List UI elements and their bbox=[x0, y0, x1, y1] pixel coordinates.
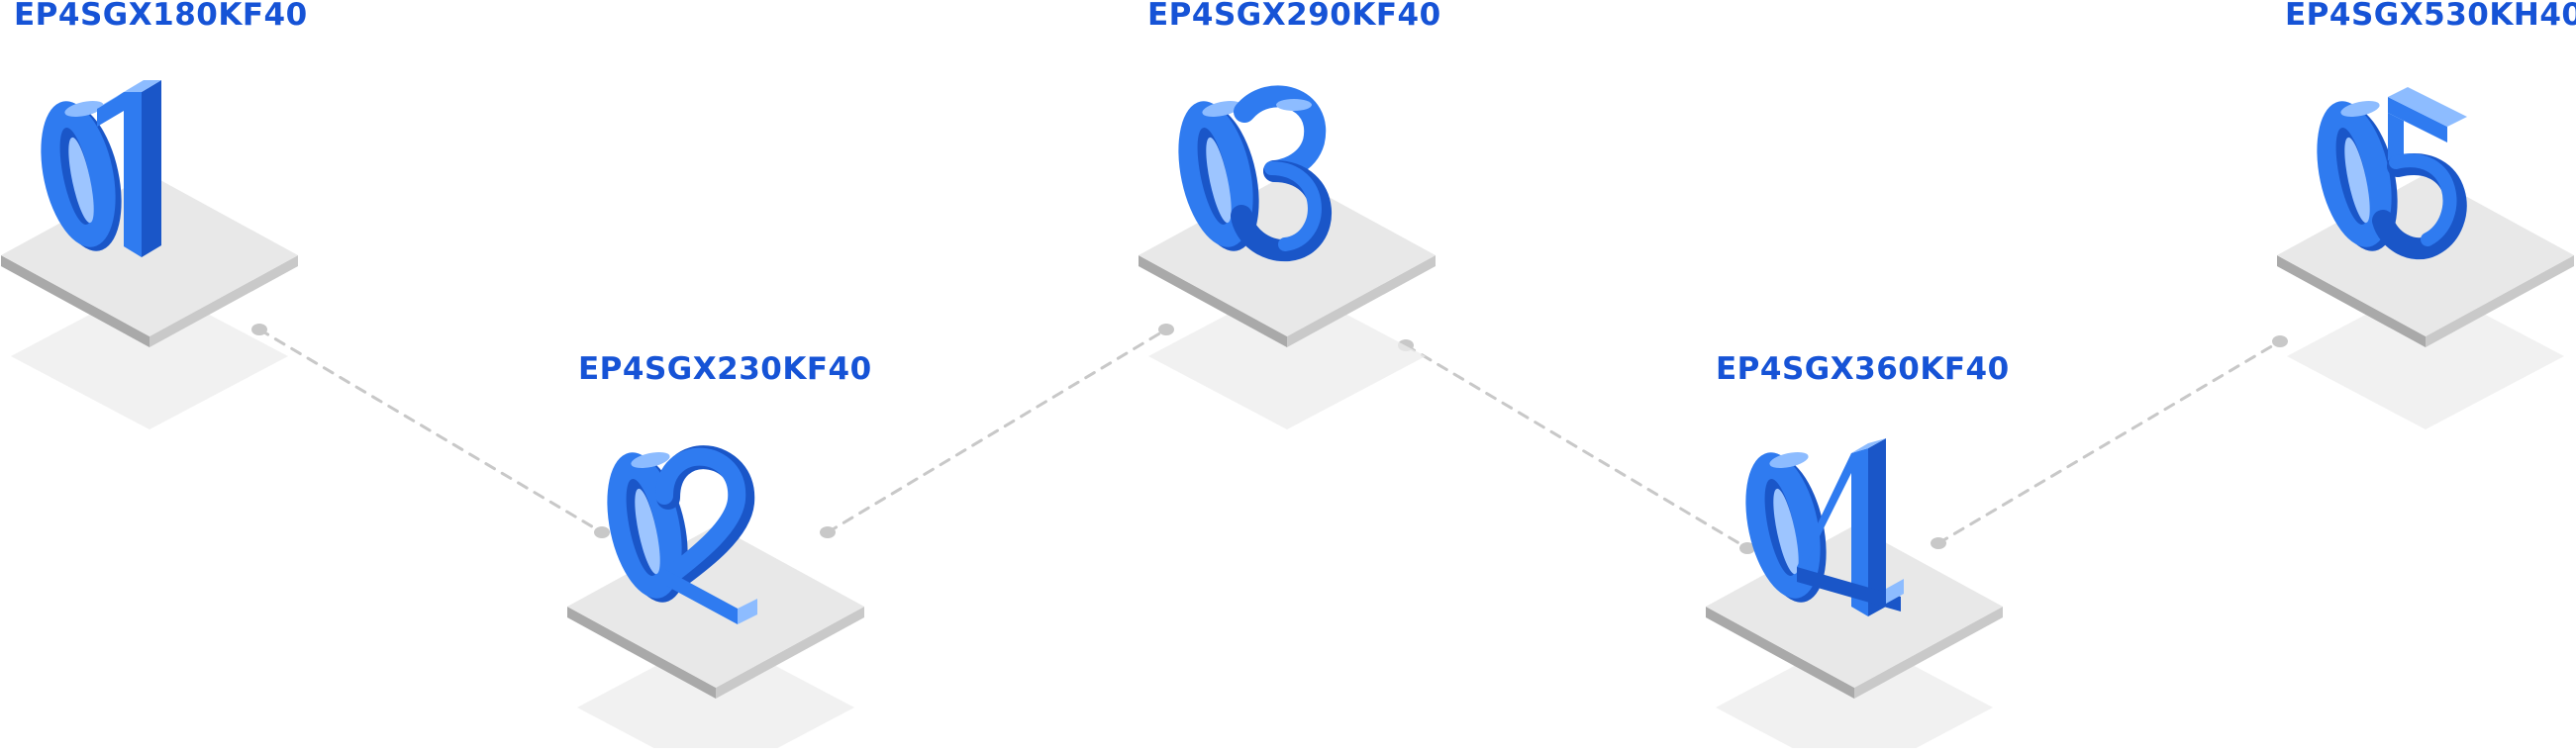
connector-3 bbox=[1398, 339, 1755, 554]
connector-dot bbox=[2272, 335, 2288, 347]
connector-dot bbox=[251, 324, 267, 335]
number-01-icon bbox=[41, 80, 161, 257]
platform-shadow bbox=[11, 283, 288, 429]
number-03-icon bbox=[1178, 85, 1332, 262]
connector-1 bbox=[251, 324, 610, 538]
number-02-icon bbox=[607, 445, 757, 624]
nodes: 01 02 03 04 05 bbox=[1, 80, 2574, 753]
step-1-node: 01 bbox=[1, 80, 298, 429]
connector-2 bbox=[820, 324, 1174, 538]
connectors bbox=[251, 324, 2288, 554]
number-04-icon bbox=[1745, 438, 1904, 616]
step-4-label: EP4SGX360KF40 bbox=[1716, 351, 2010, 387]
platform-shadow bbox=[1148, 283, 1426, 429]
connector-dot bbox=[1739, 542, 1755, 554]
step-5-node: 05 bbox=[2277, 87, 2574, 429]
step-3-label: EP4SGX290KF40 bbox=[1147, 0, 1441, 33]
step-2-node: 02 bbox=[567, 445, 864, 753]
connector-dot bbox=[820, 526, 836, 538]
step-3-node: 03 bbox=[1139, 85, 1436, 429]
platform bbox=[2277, 174, 2574, 347]
connector-dot bbox=[1931, 537, 1946, 549]
number-05-icon bbox=[2317, 87, 2467, 260]
step-1-label: EP4SGX180KF40 bbox=[14, 0, 308, 33]
step-2-label: EP4SGX230KF40 bbox=[578, 351, 872, 387]
platform-shadow bbox=[2287, 283, 2564, 429]
connector-dot bbox=[1158, 324, 1174, 335]
connector-dot bbox=[594, 526, 610, 538]
connector-4 bbox=[1931, 335, 2288, 549]
step-4-node: 04 bbox=[1706, 438, 2003, 753]
step-5-label: EP4SGX530KH40 bbox=[2285, 0, 2576, 33]
